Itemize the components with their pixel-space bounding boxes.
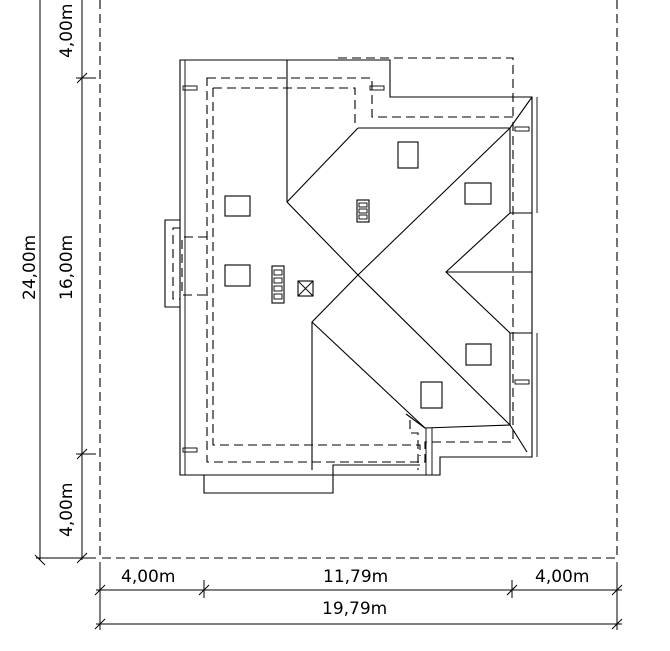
dim-bottom-total: 19,79m	[322, 599, 387, 619]
bay-window	[164, 219, 207, 308]
dim-bottom-right: 4,00m	[535, 567, 589, 587]
roof-window	[465, 343, 492, 366]
roof-windows	[224, 141, 492, 409]
plot-boundary	[99, 0, 618, 559]
dim-bottom-mid: 11,79m	[323, 567, 388, 587]
roof-window	[397, 141, 419, 169]
dim-left-total: 24,00m	[20, 235, 40, 300]
roof-window	[464, 182, 492, 205]
roof-window	[224, 264, 251, 287]
dim-left-top: 4,00m	[57, 4, 77, 58]
left-dimensions	[34, 0, 96, 566]
roof-outline	[179, 59, 538, 476]
dim-left-bottom: 4,00m	[57, 483, 77, 537]
downpipe-markers	[182, 85, 530, 453]
outer-wall-line	[206, 77, 514, 463]
roof-window	[420, 381, 443, 409]
upper-terrace-line	[338, 57, 514, 117]
bottom-dimensions	[94, 562, 623, 630]
dim-bottom-left: 4,00m	[121, 567, 175, 587]
dim-left-mid: 16,00m	[57, 235, 77, 300]
roof-window	[224, 195, 251, 217]
entrance-canopy	[203, 464, 420, 494]
inner-wall-line	[212, 87, 421, 456]
entrance-step-line	[409, 420, 419, 470]
chimney-vents	[271, 199, 370, 304]
roof-ridges	[286, 60, 533, 470]
